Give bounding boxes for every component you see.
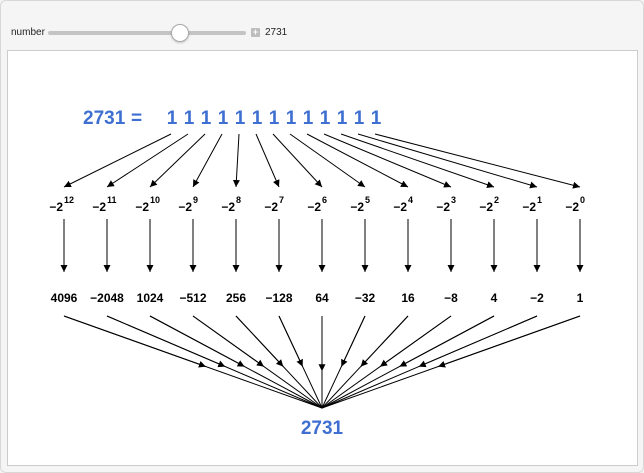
- power-base: −2: [393, 200, 407, 214]
- number-slider[interactable]: [48, 31, 246, 35]
- value-label: 1024: [137, 291, 164, 305]
- digit: 1: [303, 108, 314, 129]
- digit: 1: [167, 108, 178, 129]
- digit-arrow: [289, 133, 366, 188]
- value-label: 1: [577, 291, 584, 305]
- digit: 1: [184, 108, 195, 129]
- value-label: −32: [355, 291, 376, 305]
- sum-arrow: [379, 315, 452, 368]
- equation-number: 2731: [83, 108, 126, 129]
- value-label: −2048: [90, 291, 124, 305]
- sum-arrow: [278, 315, 304, 367]
- digit: 1: [269, 108, 280, 129]
- slider-thumb[interactable]: [171, 24, 189, 42]
- digit-arrow: [306, 133, 409, 188]
- digit: 1: [235, 108, 246, 129]
- digit-arrow: [272, 133, 323, 188]
- power-base: −2: [221, 200, 235, 214]
- sum-arrow: [399, 315, 495, 368]
- power-base: −2: [565, 200, 579, 214]
- value-label: 4: [491, 291, 498, 305]
- digit-arrow: [192, 133, 223, 188]
- power-exponent: 2: [494, 195, 499, 205]
- sum-arrow: [235, 315, 284, 367]
- digit-arrow: [340, 133, 495, 189]
- sum-arrow: [106, 315, 226, 368]
- value-label: −8: [444, 291, 458, 305]
- sum-arrow: [192, 315, 265, 368]
- sum-arrow: [360, 315, 409, 367]
- power-base: −2: [350, 200, 364, 214]
- digit-arrow: [232, 133, 240, 188]
- digit-arrow: [323, 133, 452, 188]
- sum-arrow: [437, 315, 581, 368]
- power-exponent: 3: [451, 195, 456, 205]
- value-label: 4096: [51, 291, 78, 305]
- digit: 1: [286, 108, 297, 129]
- value-label: 256: [226, 291, 246, 305]
- power-exponent: 0: [580, 195, 585, 205]
- value-label: −128: [265, 291, 292, 305]
- power-exponent: 7: [279, 195, 284, 205]
- power-base: −2: [522, 200, 536, 214]
- power-exponent: 6: [322, 195, 327, 205]
- sum-arrow: [418, 315, 538, 368]
- digit: 1: [371, 108, 382, 129]
- power-exponent: 10: [150, 195, 160, 205]
- power-exponent: 5: [365, 195, 370, 205]
- number-value: 2731: [265, 27, 288, 38]
- digit-arrow: [149, 133, 206, 188]
- digit-arrow: [357, 133, 538, 189]
- digit: 1: [218, 108, 229, 129]
- digit: 1: [252, 108, 263, 129]
- sum-arrow: [340, 315, 366, 367]
- power-exponent: 12: [64, 195, 74, 205]
- digit-arrow: [374, 133, 581, 189]
- power-exponent: 8: [236, 195, 241, 205]
- power-base: −2: [307, 200, 321, 214]
- result-number: 2731: [301, 418, 344, 439]
- power-base: −2: [264, 200, 278, 214]
- power-base: −2: [479, 200, 493, 214]
- power-exponent: 9: [193, 195, 198, 205]
- digit-arrow: [63, 133, 172, 188]
- power-base: −2: [436, 200, 450, 214]
- equation-equals: =: [131, 108, 142, 129]
- expand-plus-icon[interactable]: +: [251, 27, 260, 37]
- power-base: −2: [49, 200, 63, 214]
- power-base: −2: [135, 200, 149, 214]
- power-exponent: 1: [537, 195, 542, 205]
- value-label: 16: [401, 291, 415, 305]
- digit: 1: [201, 108, 212, 129]
- digit-arrow: [106, 133, 189, 188]
- sum-arrow: [149, 315, 245, 368]
- digit-arrow: [255, 133, 280, 188]
- number-label: number: [11, 27, 45, 38]
- value-label: −2: [530, 291, 544, 305]
- power-base: −2: [92, 200, 106, 214]
- digit: 1: [354, 108, 365, 129]
- power-base: −2: [178, 200, 192, 214]
- digit: 1: [337, 108, 348, 129]
- value-label: −512: [179, 291, 206, 305]
- sum-arrow: [63, 315, 207, 368]
- value-label: 64: [315, 291, 329, 305]
- power-exponent: 4: [408, 195, 413, 205]
- power-exponent: 11: [107, 195, 117, 205]
- digit: 1: [320, 108, 331, 129]
